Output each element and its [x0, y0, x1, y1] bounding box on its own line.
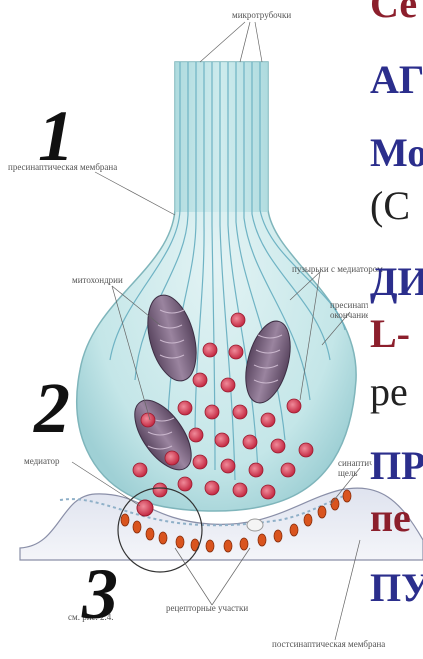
- right-text-line: ПР: [370, 446, 423, 486]
- label-terminal: пресинаптическое окончание: [330, 300, 368, 320]
- right-text-line: ПУ: [370, 568, 423, 608]
- releasing-vesicle: [137, 500, 153, 516]
- right-text-line: Мо: [370, 133, 423, 173]
- label-microtubules: микротрубочки: [232, 10, 291, 20]
- fusing-vesicle: [247, 519, 263, 531]
- label-postsynaptic-membrane: постсинаптическая мембрана: [272, 639, 385, 649]
- number-2: 2: [34, 372, 70, 444]
- right-text-line: Се: [370, 0, 417, 24]
- number-1: 1: [38, 100, 74, 172]
- right-text-line: (С: [370, 186, 410, 226]
- right-text-line: ДИ: [370, 262, 423, 302]
- label-cleft: синаптическая щель: [338, 458, 372, 478]
- number-3: 3: [82, 558, 118, 630]
- axon: [175, 62, 268, 212]
- label-mediator: медиатор: [24, 456, 60, 466]
- right-text-line: ре: [370, 372, 408, 412]
- right-text-line: пе: [370, 498, 411, 538]
- right-text-line: L-: [370, 314, 410, 354]
- label-mitochondria: митохондрии: [72, 275, 123, 285]
- label-receptor-sites: рецепторные участки: [166, 603, 248, 613]
- right-text-line: АГ: [370, 60, 423, 100]
